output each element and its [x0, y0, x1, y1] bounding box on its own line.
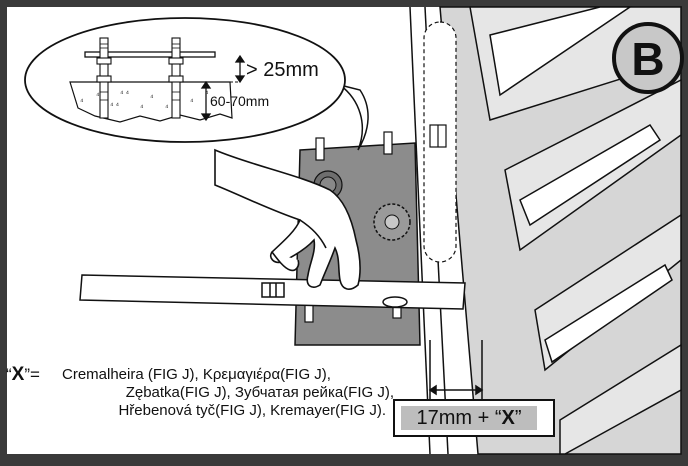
measurement-text: 17mm +	[416, 407, 495, 429]
legend-line-3: Hřebenová tyč(FIG J), Kremayer(FIG J).	[118, 402, 386, 419]
svg-text:⁴ ⁴: ⁴ ⁴	[120, 89, 130, 98]
measurement-box: 17mm + “X”	[393, 399, 555, 437]
gap-dimension	[428, 340, 484, 400]
depth-label: 60-70mm	[210, 93, 269, 109]
legend-line-1: Cremalheira (FIG J), Κρεμαγιέρα(FIG J),	[62, 366, 331, 383]
hand-icon	[214, 148, 361, 290]
measurement-symbol: X	[501, 407, 515, 429]
measurement-value: 17mm + “X”	[401, 406, 537, 430]
svg-text:⁴: ⁴	[190, 97, 194, 106]
svg-text:⁴: ⁴	[205, 89, 209, 98]
figure-badge: B	[612, 22, 684, 94]
measurement-quote-open: “	[494, 407, 502, 429]
svg-text:⁴: ⁴	[150, 93, 154, 102]
clearance-label: > 25mm	[246, 59, 319, 81]
spirit-level	[79, 274, 466, 310]
symbol-legend: “X”= Cremalheira (FIG J), Κρεμαγιέρα(FIG…	[6, 364, 402, 434]
legend-symbol: “X”=	[6, 364, 40, 385]
svg-text:⁴: ⁴	[80, 97, 84, 106]
legend-symbol-letter: X	[11, 364, 25, 385]
svg-text:⁴: ⁴	[165, 103, 169, 112]
measurement-quote-close: ”	[514, 407, 522, 429]
svg-text:⁴: ⁴	[140, 103, 144, 112]
legend-line-2: Zębatka(FIG J), Зубчатая рейка(FIG J),	[125, 384, 394, 401]
legend-quote-open: “	[6, 365, 12, 384]
badge-letter: B	[631, 33, 664, 85]
dashed-rod	[423, 21, 457, 263]
svg-text:⁴ ⁴: ⁴ ⁴	[110, 101, 120, 110]
svg-text:⁴: ⁴	[96, 91, 100, 100]
legend-quote-close: ”=	[24, 365, 40, 384]
